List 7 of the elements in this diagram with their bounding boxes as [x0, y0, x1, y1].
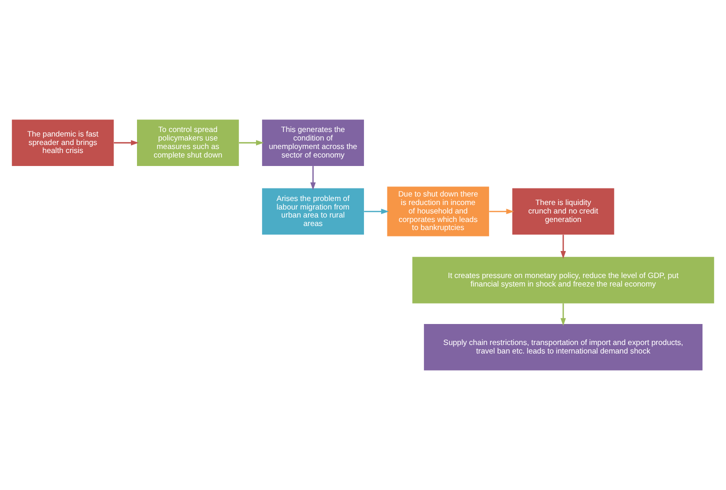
arrow	[239, 140, 264, 146]
arrow	[489, 208, 514, 214]
arrow	[310, 166, 316, 190]
arrow	[364, 208, 389, 214]
arrow	[560, 234, 566, 259]
arrow	[114, 140, 139, 146]
arrow	[560, 303, 566, 326]
